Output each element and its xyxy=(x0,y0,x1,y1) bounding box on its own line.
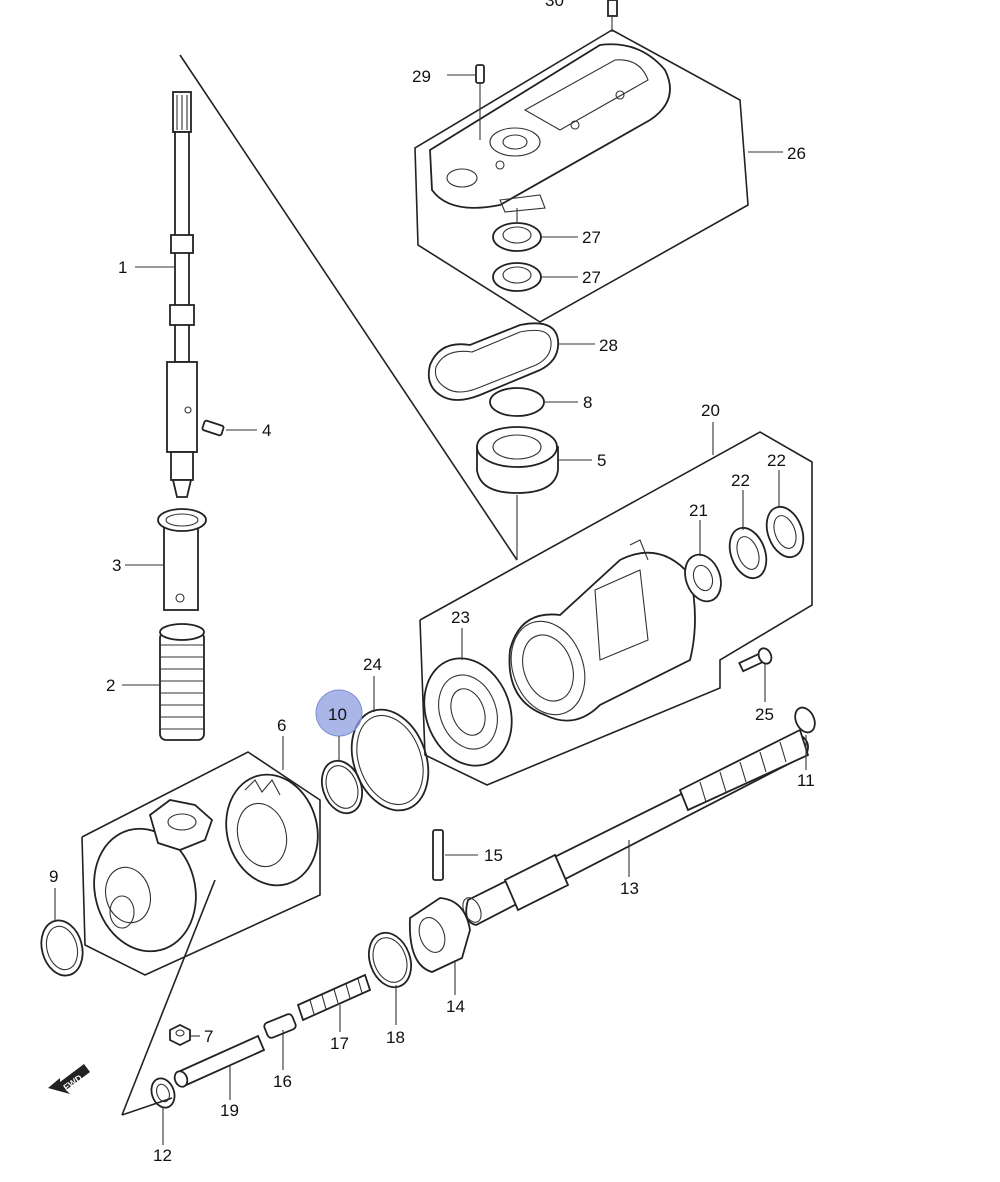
callout-5[interactable]: 5 xyxy=(597,451,606,470)
part-10-o-ring[interactable] xyxy=(315,755,369,819)
part-8-o-ring[interactable] xyxy=(489,387,545,417)
part-1-drive-shaft[interactable] xyxy=(166,91,198,498)
part-6-reverse-gear[interactable] xyxy=(214,764,330,895)
callout-1[interactable]: 1 xyxy=(118,258,127,277)
part-4-key[interactable] xyxy=(201,419,225,437)
callout-16[interactable]: 16 xyxy=(273,1072,292,1091)
fwd-direction-marker: FWD xyxy=(48,1064,90,1094)
callout-15[interactable]: 15 xyxy=(484,846,503,865)
callout-labels: 30 29 26 27 27 28 8 5 20 22 22 21 23 1 4… xyxy=(49,0,815,1165)
part-16-plunger[interactable] xyxy=(263,1013,297,1039)
part-15-pin[interactable] xyxy=(432,829,444,881)
callout-28[interactable]: 28 xyxy=(599,336,618,355)
part-14-clutch[interactable] xyxy=(408,897,471,973)
part-21-bushing[interactable] xyxy=(679,550,727,607)
part-3-sleeve[interactable] xyxy=(157,508,207,611)
part-7-nut[interactable] xyxy=(169,1023,191,1047)
callout-7[interactable]: 7 xyxy=(204,1027,213,1046)
part-30-pin[interactable] xyxy=(607,0,618,17)
callout-21[interactable]: 21 xyxy=(689,501,708,520)
part-20-gear-housing[interactable] xyxy=(499,539,696,725)
callout-13[interactable]: 13 xyxy=(620,879,639,898)
part-9-shim[interactable] xyxy=(35,916,88,980)
callout-23[interactable]: 23 xyxy=(451,608,470,627)
upper-housing-group xyxy=(414,0,749,323)
callout-27-lower[interactable]: 27 xyxy=(582,268,601,287)
part-19-shift-rod[interactable] xyxy=(172,1034,266,1089)
part-11-ring[interactable] xyxy=(791,704,818,735)
callout-10[interactable]: 10 xyxy=(328,705,347,724)
part-2-spring[interactable] xyxy=(159,623,205,741)
callout-20[interactable]: 20 xyxy=(701,401,720,420)
callout-22-b[interactable]: 22 xyxy=(767,451,786,470)
callout-18[interactable]: 18 xyxy=(386,1028,405,1047)
part-6-forward-gear[interactable] xyxy=(81,817,210,963)
callout-3[interactable]: 3 xyxy=(112,556,121,575)
callout-12[interactable]: 12 xyxy=(153,1146,172,1165)
callout-29[interactable]: 29 xyxy=(412,67,431,86)
callout-9[interactable]: 9 xyxy=(49,867,58,886)
part-23-bearing[interactable] xyxy=(410,646,527,778)
gear-group xyxy=(81,751,330,976)
part-5-bearing[interactable] xyxy=(476,426,559,494)
gearcase-group xyxy=(410,431,813,786)
callout-2[interactable]: 2 xyxy=(106,676,115,695)
callout-24[interactable]: 24 xyxy=(363,655,382,674)
part-13-propeller-shaft[interactable] xyxy=(459,728,810,926)
part-26-housing[interactable] xyxy=(429,43,671,209)
callout-26[interactable]: 26 xyxy=(787,144,806,163)
callout-11[interactable]: 11 xyxy=(797,771,815,790)
part-12-washer[interactable] xyxy=(148,1075,179,1111)
callout-30[interactable]: 30 xyxy=(545,0,564,10)
callout-25[interactable]: 25 xyxy=(755,705,774,724)
callout-14[interactable]: 14 xyxy=(446,997,465,1016)
leader-lines xyxy=(54,74,807,1145)
callout-19[interactable]: 19 xyxy=(220,1101,239,1120)
callout-4[interactable]: 4 xyxy=(262,421,271,440)
part-29-pin[interactable] xyxy=(475,64,485,84)
callout-17[interactable]: 17 xyxy=(330,1034,349,1053)
part-6-pinion-gear[interactable] xyxy=(148,799,214,851)
callout-8[interactable]: 8 xyxy=(583,393,592,412)
part-25-bolt[interactable] xyxy=(738,646,773,673)
part-22-washer-b[interactable] xyxy=(760,502,810,562)
callout-27-upper[interactable]: 27 xyxy=(582,228,601,247)
callout-6[interactable]: 6 xyxy=(277,716,286,735)
part-28-gasket[interactable] xyxy=(427,322,560,401)
part-22-washer-a[interactable] xyxy=(723,523,773,583)
callout-22-a[interactable]: 22 xyxy=(731,471,750,490)
part-18-spring-clip[interactable] xyxy=(362,927,419,993)
part-17-spring[interactable] xyxy=(296,973,372,1022)
